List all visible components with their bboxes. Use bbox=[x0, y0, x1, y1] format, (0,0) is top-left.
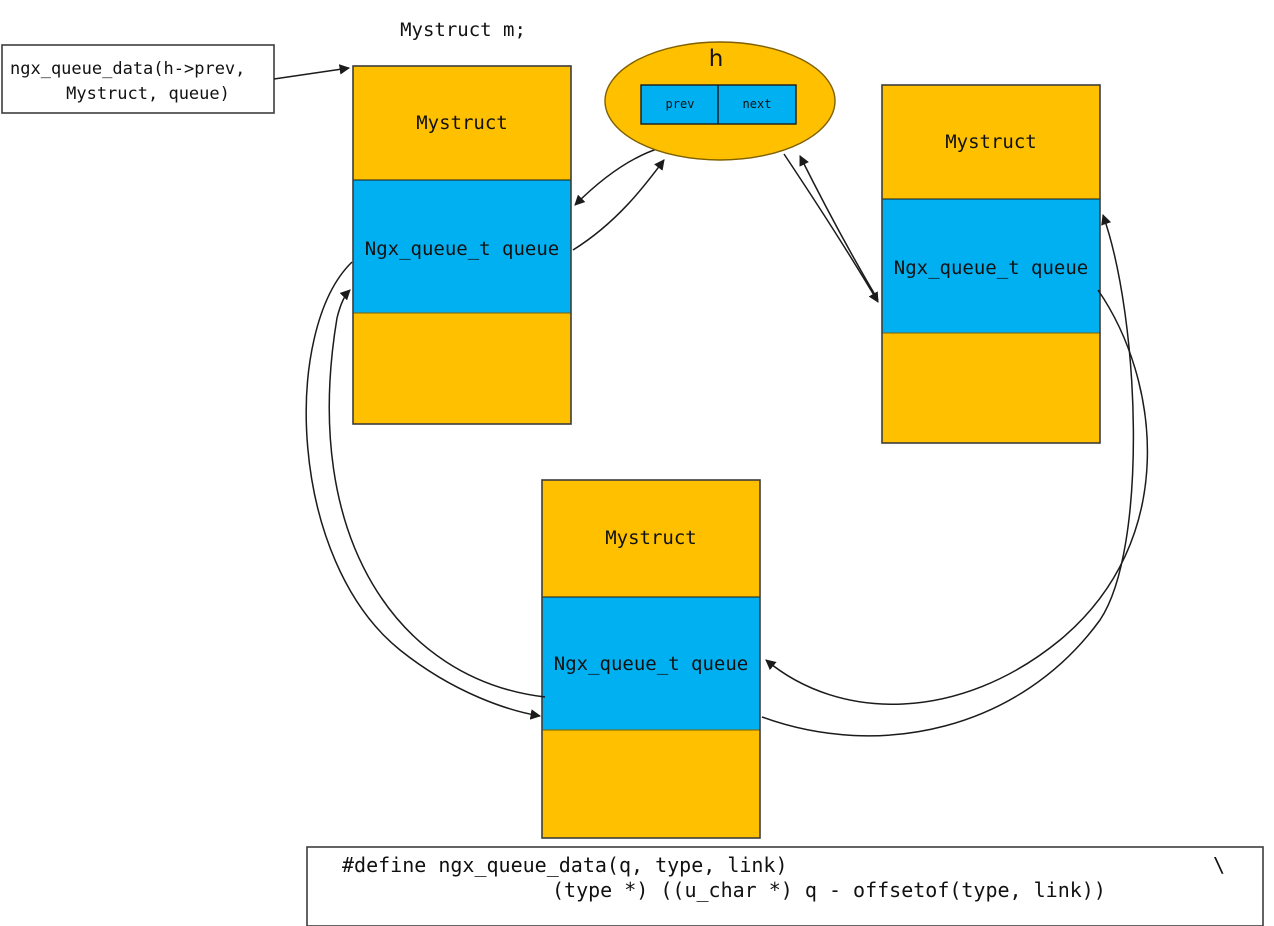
link-right-to-head bbox=[799, 155, 879, 301]
struct-left-title: Mystruct bbox=[416, 112, 508, 134]
macro-line-2: (type *) ((u_char *) q - offsetof(type, … bbox=[552, 878, 1106, 902]
link-bottom-to-right-outer bbox=[761, 214, 1135, 737]
link-left-to-bottom-outer bbox=[305, 261, 542, 720]
callout-box-frame bbox=[1, 44, 275, 114]
callout-line-1: ngx_queue_data(h->prev, bbox=[10, 59, 245, 79]
callout-box: ngx_queue_data(h->prev, Mystruct, queue) bbox=[1, 44, 275, 114]
link-bottom-to-left-outer bbox=[328, 289, 546, 698]
link-head-prev-to-left bbox=[574, 147, 661, 206]
struct-bottom-queue-label: Ngx_queue_t queue bbox=[554, 653, 748, 675]
macro-continuation-backslash: \ bbox=[1213, 853, 1225, 877]
struct-right-queue-label: Ngx_queue_t queue bbox=[894, 257, 1088, 279]
struct-right: Mystruct Ngx_queue_t queue bbox=[881, 84, 1101, 444]
struct-left-top-band bbox=[352, 65, 572, 181]
struct-left-outline bbox=[352, 65, 572, 425]
struct-bottom-top-band bbox=[541, 479, 761, 598]
struct-left-bottom-band bbox=[352, 312, 572, 425]
struct-right-title: Mystruct bbox=[945, 131, 1037, 153]
head-node: h prev next bbox=[604, 41, 836, 161]
link-left-to-head bbox=[572, 159, 665, 251]
macro-box-frame bbox=[306, 846, 1264, 926]
macro-box: #define ngx_queue_data(q, type, link) \ … bbox=[306, 846, 1264, 926]
struct-right-bottom-band bbox=[881, 332, 1101, 444]
struct-bottom-bottom-band bbox=[541, 729, 761, 839]
struct-left-queue-band bbox=[352, 179, 572, 314]
struct-bottom: Mystruct Ngx_queue_t queue bbox=[541, 479, 761, 839]
link-head-next-to-right bbox=[783, 153, 879, 303]
macro-line-1: #define ngx_queue_data(q, type, link) bbox=[342, 853, 788, 877]
head-slot-next: next bbox=[743, 97, 772, 111]
head-slot-prev: prev bbox=[666, 97, 695, 111]
struct-bottom-title: Mystruct bbox=[605, 527, 697, 549]
struct-left-queue-label: Ngx_queue_t queue bbox=[365, 238, 559, 260]
link-right-to-bottom-outer bbox=[765, 289, 1149, 705]
callout-to-left-struct-arrow bbox=[273, 64, 351, 80]
struct-bottom-queue-band bbox=[541, 596, 761, 731]
callout-line-2: Mystruct, queue) bbox=[66, 84, 230, 104]
struct-right-outline bbox=[881, 84, 1101, 444]
struct-bottom-outline bbox=[541, 479, 761, 839]
caption-mystruct-m: Mystruct m; bbox=[400, 19, 526, 41]
head-node-label: h bbox=[709, 46, 724, 72]
struct-left: Mystruct Ngx_queue_t queue bbox=[352, 65, 572, 425]
